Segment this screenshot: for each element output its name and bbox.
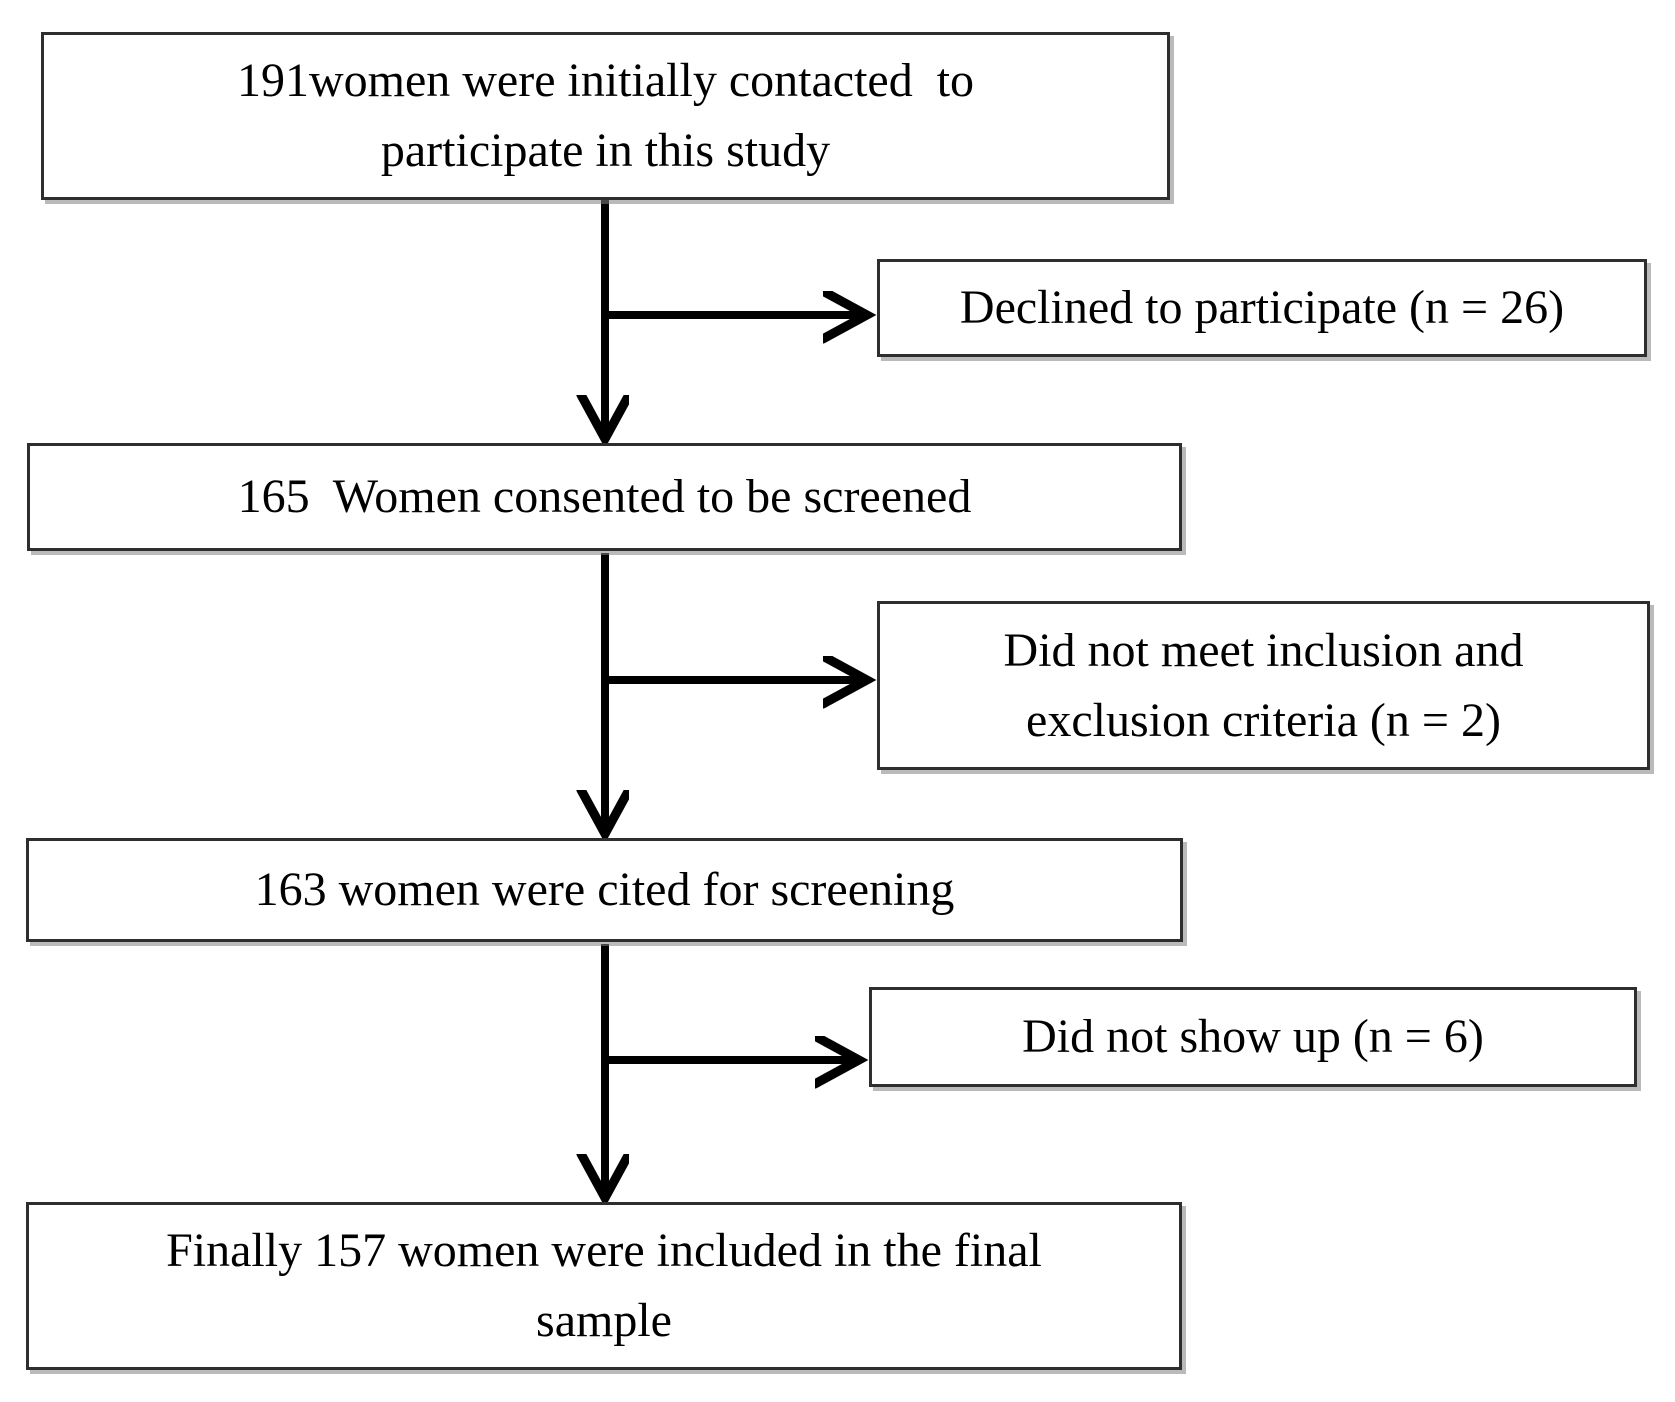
box-text-line: exclusion criteria (n = 2) xyxy=(1026,693,1501,747)
box-consented: 165 Women consented to be screened xyxy=(27,443,1182,551)
box-text-line: 165 Women consented to be screened xyxy=(237,470,972,523)
box-text-line: Did not show up (n = 6) xyxy=(1022,1010,1484,1063)
box-text-line: sample xyxy=(536,1294,672,1347)
box-final-sample: Finally 157 women were included in the f… xyxy=(26,1202,1182,1370)
box-initially-contacted: 191women were initially contacted to par… xyxy=(41,32,1170,200)
box-text-line: 163 women were cited for screening xyxy=(254,863,955,916)
box-text-line: 191women were initially contacted to xyxy=(236,54,975,107)
box-text-line: Did not meet inclusion and xyxy=(1003,623,1524,677)
box-cited-for-screening: 163 women were cited for screening xyxy=(26,838,1183,942)
box-did-not-meet-criteria: Did not meet inclusion and exclusion cri… xyxy=(877,601,1650,770)
box-declined-to-participate: Declined to participate (n = 26) xyxy=(877,259,1647,357)
box-did-not-show-up: Did not show up (n = 6) xyxy=(869,987,1637,1087)
box-text-line: participate in this study xyxy=(380,124,831,177)
box-text-line: Declined to participate (n = 26) xyxy=(959,281,1565,334)
box-text-line: Finally 157 women were included in the f… xyxy=(166,1224,1042,1277)
